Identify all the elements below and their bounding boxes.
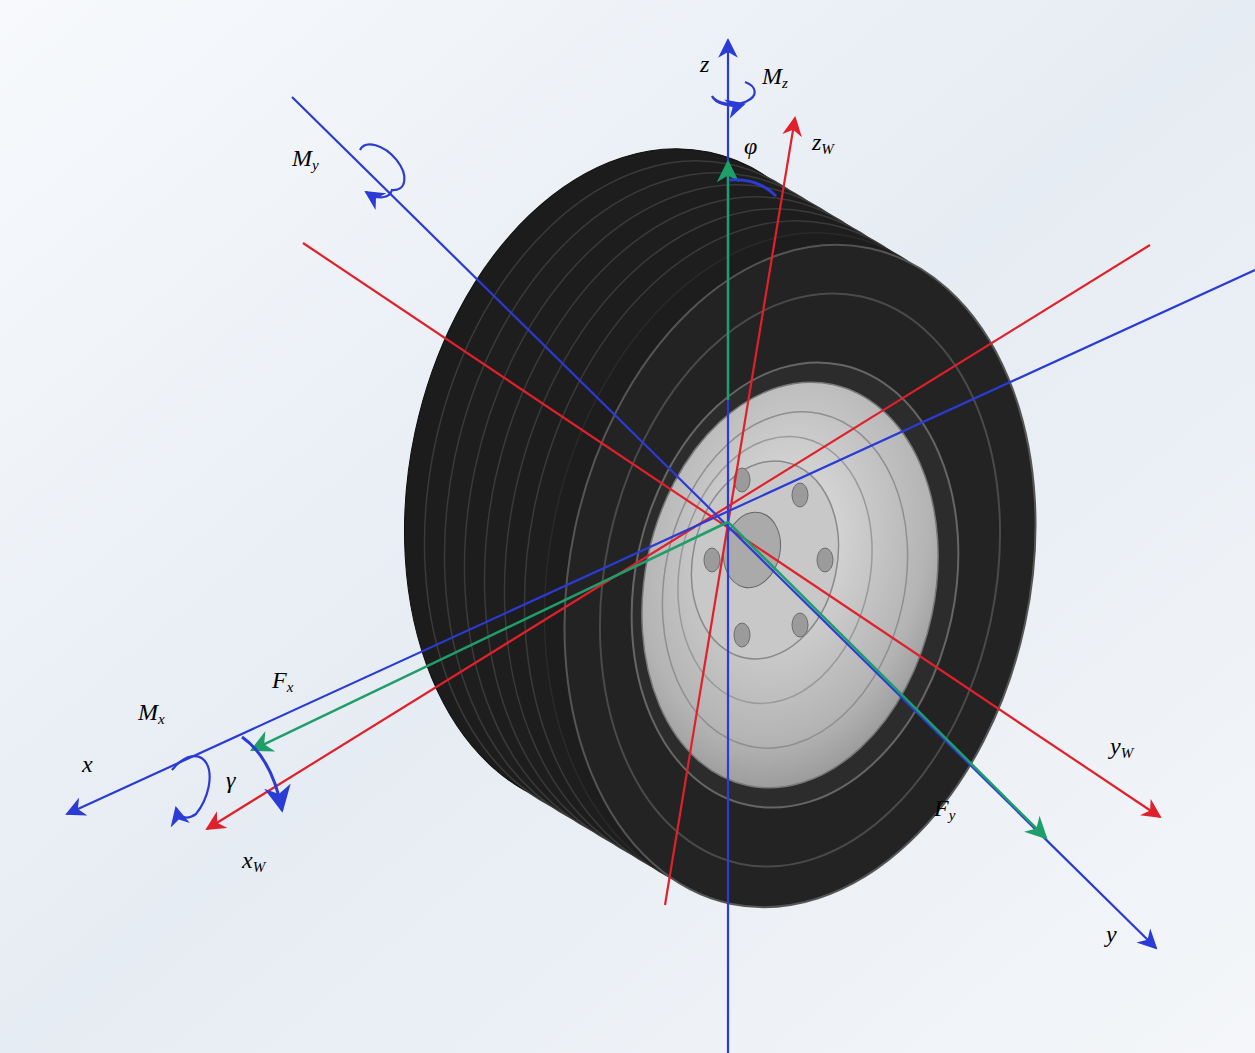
axis-label: y — [1106, 922, 1117, 946]
axis-label: Mx — [138, 700, 165, 727]
bolt-hole — [704, 548, 720, 572]
bolt-hole — [792, 613, 808, 637]
phi-arc — [730, 180, 776, 196]
axis-label: Fy — [934, 796, 955, 823]
my-rotation — [360, 144, 404, 197]
mz-rotation — [712, 82, 755, 105]
axis-label: x — [82, 752, 93, 776]
axis-label: My — [292, 146, 319, 173]
y-axis — [292, 97, 1156, 948]
fy-vector — [728, 522, 1046, 838]
axis-label: Mz — [762, 64, 788, 91]
bolt-hole — [817, 548, 833, 572]
wheel-axes — [207, 118, 1160, 905]
rim-edge — [592, 332, 999, 839]
bolt-hole — [792, 483, 808, 507]
force-vectors — [252, 162, 1046, 838]
x-axis — [67, 270, 1255, 814]
axis-label: zW — [812, 130, 834, 157]
moment-symbols — [172, 82, 755, 818]
fz-vector — [727, 162, 730, 400]
axis-label: γ — [226, 768, 235, 792]
axis-label: xW — [242, 848, 265, 875]
axis-label: φ — [744, 134, 757, 158]
fx-vector — [252, 522, 728, 750]
axis-label: z — [700, 52, 709, 76]
xw-axis — [207, 245, 1150, 829]
mx-rotation — [172, 756, 210, 818]
axis-label: Fx — [272, 668, 293, 695]
angle-arcs — [242, 180, 776, 810]
gamma-arc — [242, 737, 282, 810]
axis-label: yW — [1110, 734, 1133, 761]
ground-axes — [67, 40, 1255, 1053]
z-axis — [727, 40, 729, 1053]
bolt-hole — [734, 623, 750, 647]
